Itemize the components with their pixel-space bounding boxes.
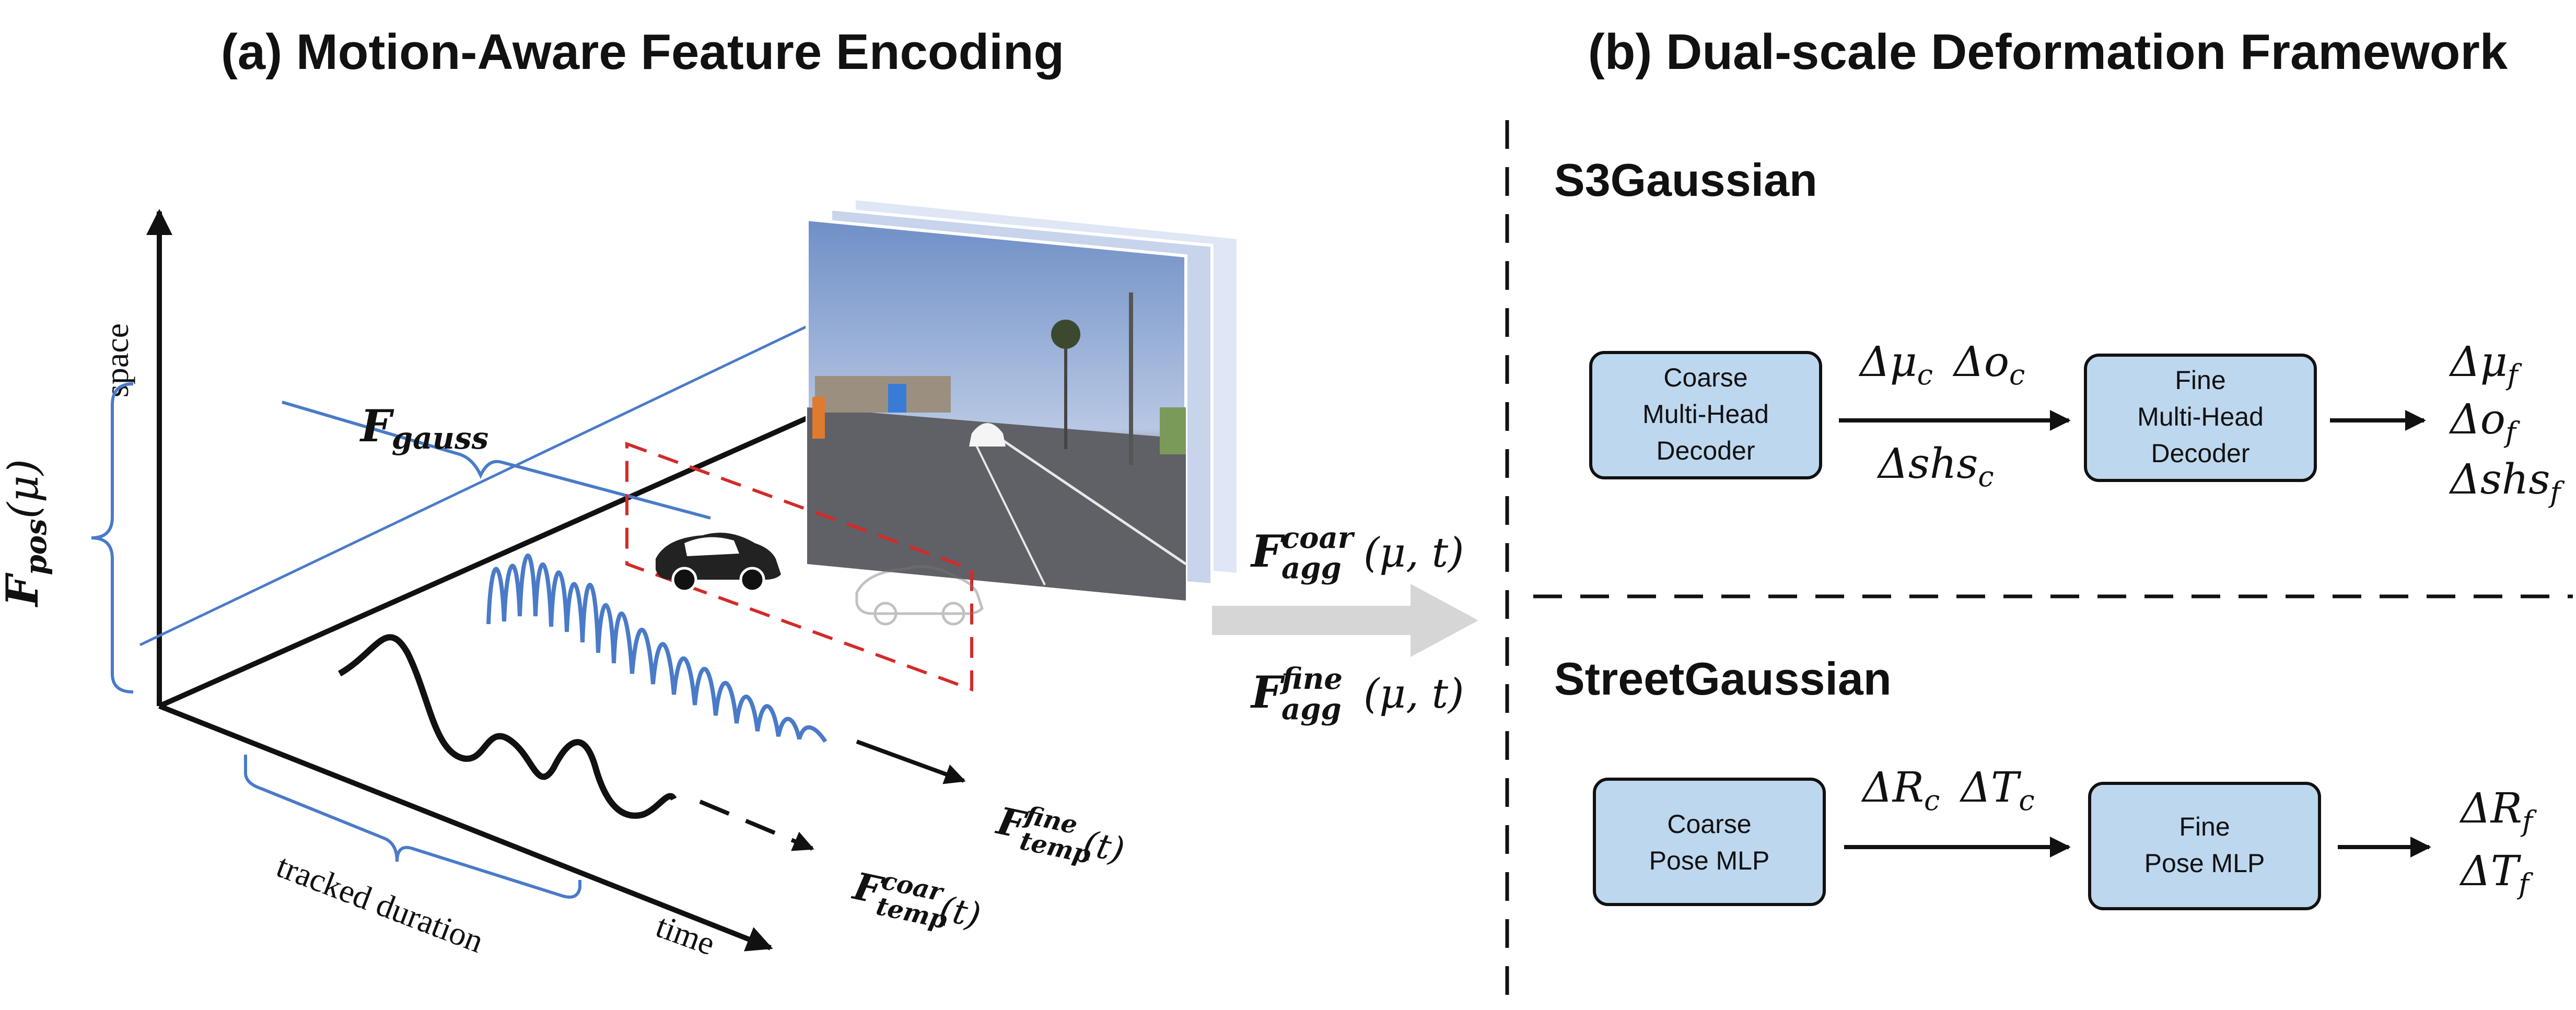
right-panel-title: (b) Dual-scale Deformation Framework [1588,24,2508,80]
fine-decoder-line2: Multi-Head [2137,402,2264,431]
fine-pose-mlp-box [2088,782,2321,910]
coarse-pose-line1: Coarse [1667,809,1751,839]
svg-text:fine: fine [1279,662,1343,696]
f-pos-label: Fpos(μ) [0,459,53,607]
svg-text:agg: agg [1281,692,1342,726]
space-label: space [98,323,135,397]
f-agg-fine-label: F fine agg (μ, t) [1250,662,1464,726]
aggregation-arrow [1212,584,1478,657]
coarse-wave [338,634,677,819]
fine-pose-line2: Pose MLP [2144,849,2265,878]
faded-car-icon [855,565,984,626]
fine-decoder-line1: Fine [2175,366,2225,395]
coarse-decoder-line1: Coarse [1663,363,1747,392]
car-icon [656,533,781,593]
svg-text:(μ, t): (μ, t) [1363,530,1464,577]
fine-decoder-line3: Decoder [2151,439,2250,468]
coarse-decoder-line3: Decoder [1657,436,1755,465]
s3gaussian-label: S3Gaussian [1554,154,1817,206]
duration-brace [244,755,581,899]
f-temp-coarse-label: F coar temp (t) [849,863,985,936]
f-temp-fine-label: F fine temp (t) [993,798,1128,871]
svg-text:Fpos(μ): Fpos(μ) [0,459,53,607]
coarse-decoder-line2: Multi-Head [1642,400,1769,429]
time-label: time [651,907,720,962]
fine-multihead-decoder-box [2084,354,2317,482]
left-panel-title: (a) Motion-Aware Feature Encoding [221,24,1064,80]
coarse-pose-line2: Pose MLP [1649,846,1770,875]
s3-fine-o: Δof [2449,395,2520,449]
f-gauss-label: Fgauss [359,400,488,456]
street-fine-R: ΔRf [2459,784,2537,838]
time-axis [158,703,773,952]
svg-text:F: F [1250,525,1285,577]
s3-fine-shs: Δshsf [2449,455,2565,509]
coarse-multihead-decoder-box [1589,351,1822,479]
fine-wave [486,553,827,743]
svg-text:coar: coar [1281,521,1355,555]
svg-text:(t): (t) [936,888,984,936]
camera-frames [806,196,1240,603]
street-fine-T: ΔTf [2459,847,2533,900]
pos-brace [91,382,134,694]
fine-pose-line1: Fine [2179,812,2230,841]
gauss-brace [282,401,711,520]
s3-fine-mu: Δμf [2449,337,2522,391]
streetgaussian-label: StreetGaussian [1554,653,1892,704]
svg-text:F: F [1250,666,1285,718]
tracked-region [625,441,973,692]
svg-text:temp: temp [1017,826,1093,870]
svg-text:agg: agg [1281,551,1342,585]
svg-text:(t): (t) [1080,823,1128,871]
coarse-pose-mlp-box [1593,778,1826,906]
f-agg-coarse-label: F coar agg (μ, t) [1250,521,1464,585]
svg-text:(μ, t): (μ, t) [1363,671,1464,718]
gauss-line-upper [139,322,813,647]
s3-coarse-shs: Δshsc [1876,439,1994,493]
